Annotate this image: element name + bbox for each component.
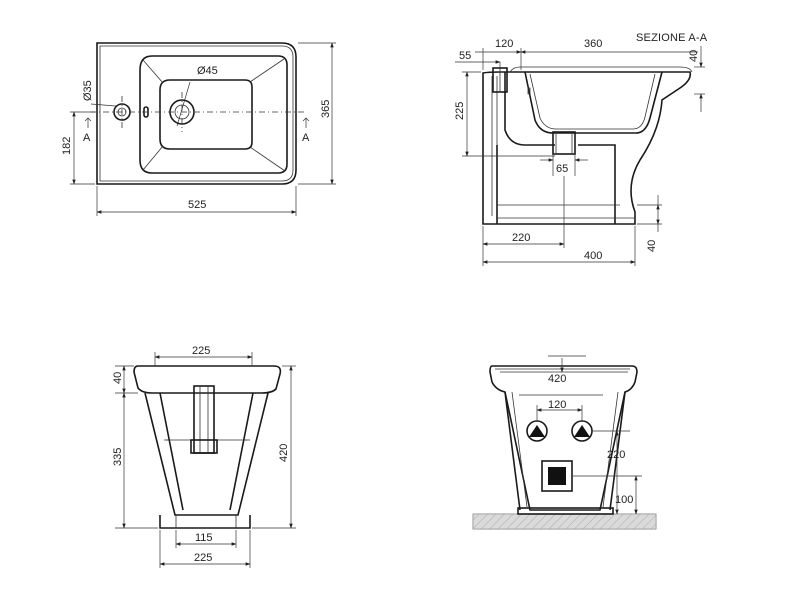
- dim-width-525: 525: [188, 199, 206, 211]
- dim-360: 360: [584, 38, 602, 50]
- dim-182: 182: [61, 137, 73, 155]
- dim-diameter-35: Ø35: [82, 80, 94, 101]
- water-inlet-left: [526, 420, 548, 442]
- dim-diameter-45: Ø45: [197, 65, 218, 77]
- dim-55: 55: [459, 50, 471, 62]
- top-view: A A 525 365 182 Ø35 Ø45: [61, 42, 336, 216]
- section-marker-right: A: [302, 132, 310, 144]
- dim-225: 225: [454, 102, 466, 120]
- dim-115: 115: [195, 532, 213, 544]
- dim-335: 335: [112, 448, 124, 466]
- dim-120: 120: [495, 38, 513, 50]
- dim-depth-365: 365: [320, 100, 332, 118]
- dim-100-rear: 100: [615, 494, 633, 506]
- dim-220: 220: [512, 232, 530, 244]
- dim-225-bottom: 225: [194, 552, 212, 564]
- dim-120-rear: 120: [548, 399, 566, 411]
- water-inlet-right: [571, 420, 593, 442]
- drain-outlet: [541, 460, 573, 492]
- front-view: 225 40 335 420 115 225: [112, 345, 296, 568]
- section-view: SEZIONE A-A 55 120 360: [454, 32, 708, 266]
- dim-420-rear: 420: [548, 373, 566, 385]
- dim-40-bottom: 40: [646, 240, 658, 252]
- dim-40-top: 40: [688, 50, 700, 62]
- dim-40: 40: [112, 372, 124, 384]
- rear-view: 420 120 220 100: [472, 355, 657, 530]
- section-marker-left: A: [83, 132, 91, 144]
- dim-65: 65: [556, 163, 568, 175]
- dim-420: 420: [278, 444, 290, 462]
- dim-400: 400: [584, 250, 602, 262]
- section-title: SEZIONE A-A: [636, 32, 708, 44]
- dim-220-rear: 220: [607, 449, 625, 461]
- dim-225-top: 225: [192, 345, 210, 357]
